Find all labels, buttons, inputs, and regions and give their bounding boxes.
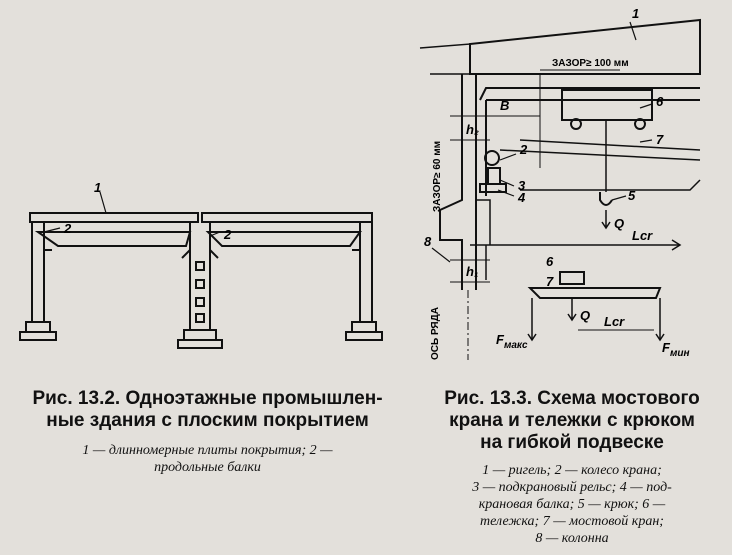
caption-title-13-3: Рис. 13.3. Схема мостового крана и тележ… bbox=[444, 388, 700, 453]
column bbox=[439, 74, 477, 290]
label-6b-fig2: 6 bbox=[546, 254, 554, 269]
caption-fig-13-2: Рис. 13.2. Одноэтажные промышлен- ные зд… bbox=[10, 388, 405, 476]
label-5-fig2: 5 bbox=[628, 188, 636, 203]
label-7-fig2: 7 bbox=[656, 132, 664, 147]
label-1-fig1: 1 bbox=[94, 180, 101, 195]
gap-side-label: ЗАЗОР≥ 60 мм bbox=[432, 141, 443, 212]
column-left bbox=[31, 222, 52, 322]
label-1-fig2: 1 bbox=[632, 6, 639, 21]
dim-h1-label: h₁ bbox=[466, 264, 479, 279]
beam-right bbox=[205, 231, 362, 247]
gap-top-label: ЗАЗОР≥ 100 мм bbox=[552, 58, 629, 69]
caption-fig-13-3: Рис. 13.3. Схема мостового крана и тележ… bbox=[416, 388, 728, 547]
caption-legend-13-3: 1 — ригель; 2 — колесо крана; 3 — подкра… bbox=[472, 463, 672, 546]
label-4-fig2: 4 bbox=[517, 190, 526, 205]
label-2b-fig1: 2 bbox=[223, 227, 232, 242]
label-6-fig2: 6 bbox=[656, 94, 664, 109]
trolley bbox=[561, 89, 653, 121]
roof-slab-left bbox=[29, 212, 199, 223]
crane-bridge bbox=[479, 87, 700, 196]
crane-rail bbox=[487, 167, 501, 185]
label-3-fig2: 3 bbox=[518, 178, 526, 193]
label-8-fig2: 8 bbox=[424, 234, 432, 249]
crane-drawing bbox=[419, 18, 701, 360]
roof-slab-right bbox=[201, 212, 373, 223]
crane-bridge-small bbox=[527, 287, 662, 299]
label-7b-fig2: 7 bbox=[546, 274, 554, 289]
load-Q-top: Q bbox=[614, 216, 624, 231]
label-2a-fig1: 2 bbox=[63, 221, 72, 236]
axis-label: ОСЬ РЯДА bbox=[430, 307, 441, 360]
building-drawing bbox=[19, 191, 383, 349]
trolley-small bbox=[559, 271, 585, 285]
dim-h2-label: h₂ bbox=[466, 122, 479, 137]
span-Lcr-bottom: Lcr bbox=[604, 314, 625, 329]
dim-B-label: B bbox=[500, 98, 509, 113]
force-Fmin: Fмин bbox=[662, 340, 690, 359]
caption-title-13-2: Рис. 13.2. Одноэтажные промышлен- ные зд… bbox=[32, 388, 383, 431]
hook bbox=[599, 192, 613, 206]
caption-legend-13-2: 1 — длинномерные плиты покрытия; 2 — про… bbox=[82, 443, 333, 475]
load-Q-bottom: Q bbox=[580, 308, 590, 323]
beam-left bbox=[34, 231, 192, 247]
span-Lcr-top: Lcr bbox=[632, 228, 653, 243]
force-Fmax: Fмакс bbox=[496, 332, 528, 351]
column-right bbox=[352, 222, 373, 322]
label-2-fig2: 2 bbox=[519, 142, 528, 157]
column-middle bbox=[189, 222, 211, 330]
crane-wheel bbox=[484, 150, 500, 166]
